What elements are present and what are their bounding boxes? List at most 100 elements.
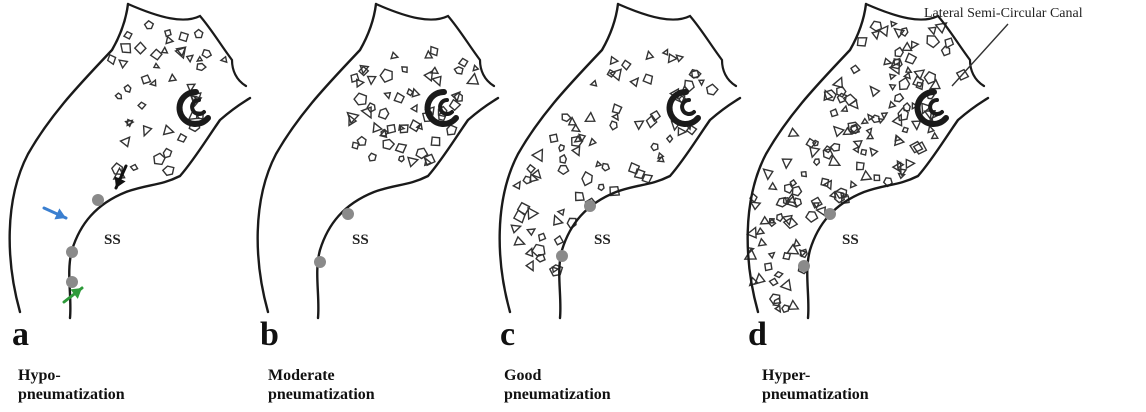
air-cell xyxy=(108,55,116,65)
air-cell xyxy=(576,192,584,200)
air-cell xyxy=(851,181,857,187)
air-cell xyxy=(830,192,836,198)
caption-d: Hyper- pneumatization xyxy=(762,366,869,404)
air-cell xyxy=(526,249,533,257)
air-cell xyxy=(646,51,653,59)
air-cell xyxy=(195,30,203,38)
air-cell xyxy=(851,126,859,134)
air-cell xyxy=(651,111,661,121)
landmark-point xyxy=(798,260,810,272)
air-cell xyxy=(862,119,868,124)
air-cell xyxy=(131,165,138,171)
air-cell xyxy=(882,113,887,119)
caption-d-line1: Hyper- xyxy=(762,366,869,385)
air-cell xyxy=(757,228,764,234)
air-cell xyxy=(387,125,395,134)
landmark-point xyxy=(92,194,104,206)
air-cell xyxy=(590,139,596,146)
air-cell xyxy=(764,169,773,179)
air-cell xyxy=(514,237,524,245)
air-cell xyxy=(775,306,780,312)
air-cell xyxy=(790,180,796,186)
air-cell xyxy=(554,216,563,225)
air-cell xyxy=(929,27,936,34)
air-cell xyxy=(135,42,146,54)
caption-b-line2: pneumatization xyxy=(268,385,375,404)
air-cell xyxy=(354,93,366,105)
air-cell xyxy=(890,74,896,79)
air-cell xyxy=(559,145,564,152)
landmark-point xyxy=(584,200,596,212)
air-cell xyxy=(894,29,904,38)
air-cell xyxy=(385,93,391,99)
air-cell xyxy=(197,57,202,61)
air-cell xyxy=(154,63,159,67)
sigmoid-sinus-label: SS xyxy=(104,232,121,248)
air-cell xyxy=(596,162,601,167)
air-cell xyxy=(759,239,767,246)
air-cell xyxy=(558,209,564,215)
air-cell xyxy=(612,114,618,120)
sinus-wall xyxy=(807,98,988,318)
air-cell xyxy=(560,155,566,163)
air-cell xyxy=(473,65,478,70)
air-cell xyxy=(396,144,407,153)
sigmoid-sinus-label: SS xyxy=(842,232,859,248)
pneumatized-cells-a xyxy=(108,21,227,179)
air-cell xyxy=(879,119,884,123)
air-cell xyxy=(178,134,187,142)
landmark-point xyxy=(556,250,568,262)
pneumatized-cells-d xyxy=(745,21,969,312)
air-cell xyxy=(794,240,800,247)
air-cell xyxy=(861,171,871,180)
air-cell xyxy=(528,208,538,219)
air-cell xyxy=(362,107,372,118)
air-cell xyxy=(197,64,206,71)
caption-c: Good pneumatization xyxy=(504,366,611,404)
air-cell xyxy=(842,106,848,111)
caption-a: Hypo- pneumatization xyxy=(18,366,125,404)
air-cell xyxy=(467,74,478,85)
air-cell xyxy=(351,74,359,82)
air-cell xyxy=(782,159,791,168)
air-cell xyxy=(861,150,866,155)
air-cell xyxy=(369,153,376,161)
air-cell xyxy=(169,74,176,81)
air-cell xyxy=(399,156,404,162)
air-cell xyxy=(912,41,919,48)
air-cell xyxy=(912,121,920,129)
air-cell xyxy=(942,46,950,55)
air-cell xyxy=(412,89,419,97)
caption-a-line2: pneumatization xyxy=(18,385,125,404)
air-cell xyxy=(765,263,772,270)
air-cell xyxy=(373,123,382,132)
air-cell xyxy=(761,217,769,224)
air-cell xyxy=(635,121,644,129)
air-cell xyxy=(368,76,376,84)
air-cell xyxy=(380,69,392,82)
canal-inner-ring xyxy=(682,100,694,114)
air-cell xyxy=(165,30,171,37)
air-cell xyxy=(810,147,819,157)
air-cell xyxy=(402,67,407,72)
callout-label: Lateral Semi-Circular Canal xyxy=(924,6,1083,22)
air-cell xyxy=(834,127,844,137)
caption-d-line2: pneumatization xyxy=(762,385,869,404)
air-cell xyxy=(124,85,131,92)
air-cell xyxy=(454,67,463,74)
air-cell xyxy=(789,301,799,310)
air-cell xyxy=(572,147,580,156)
air-cell xyxy=(874,175,879,180)
air-cell xyxy=(585,113,595,122)
landmark-point xyxy=(66,246,78,258)
air-cell xyxy=(879,26,888,36)
air-cell xyxy=(814,159,820,165)
air-cell xyxy=(751,202,760,209)
air-cell xyxy=(550,134,558,142)
pneumatized-cells-c xyxy=(511,50,718,276)
upper-wall xyxy=(128,4,246,86)
sigmoid-sinus-label: SS xyxy=(352,232,369,248)
air-cell xyxy=(431,47,438,56)
pneumatized-cells-b xyxy=(347,47,478,167)
